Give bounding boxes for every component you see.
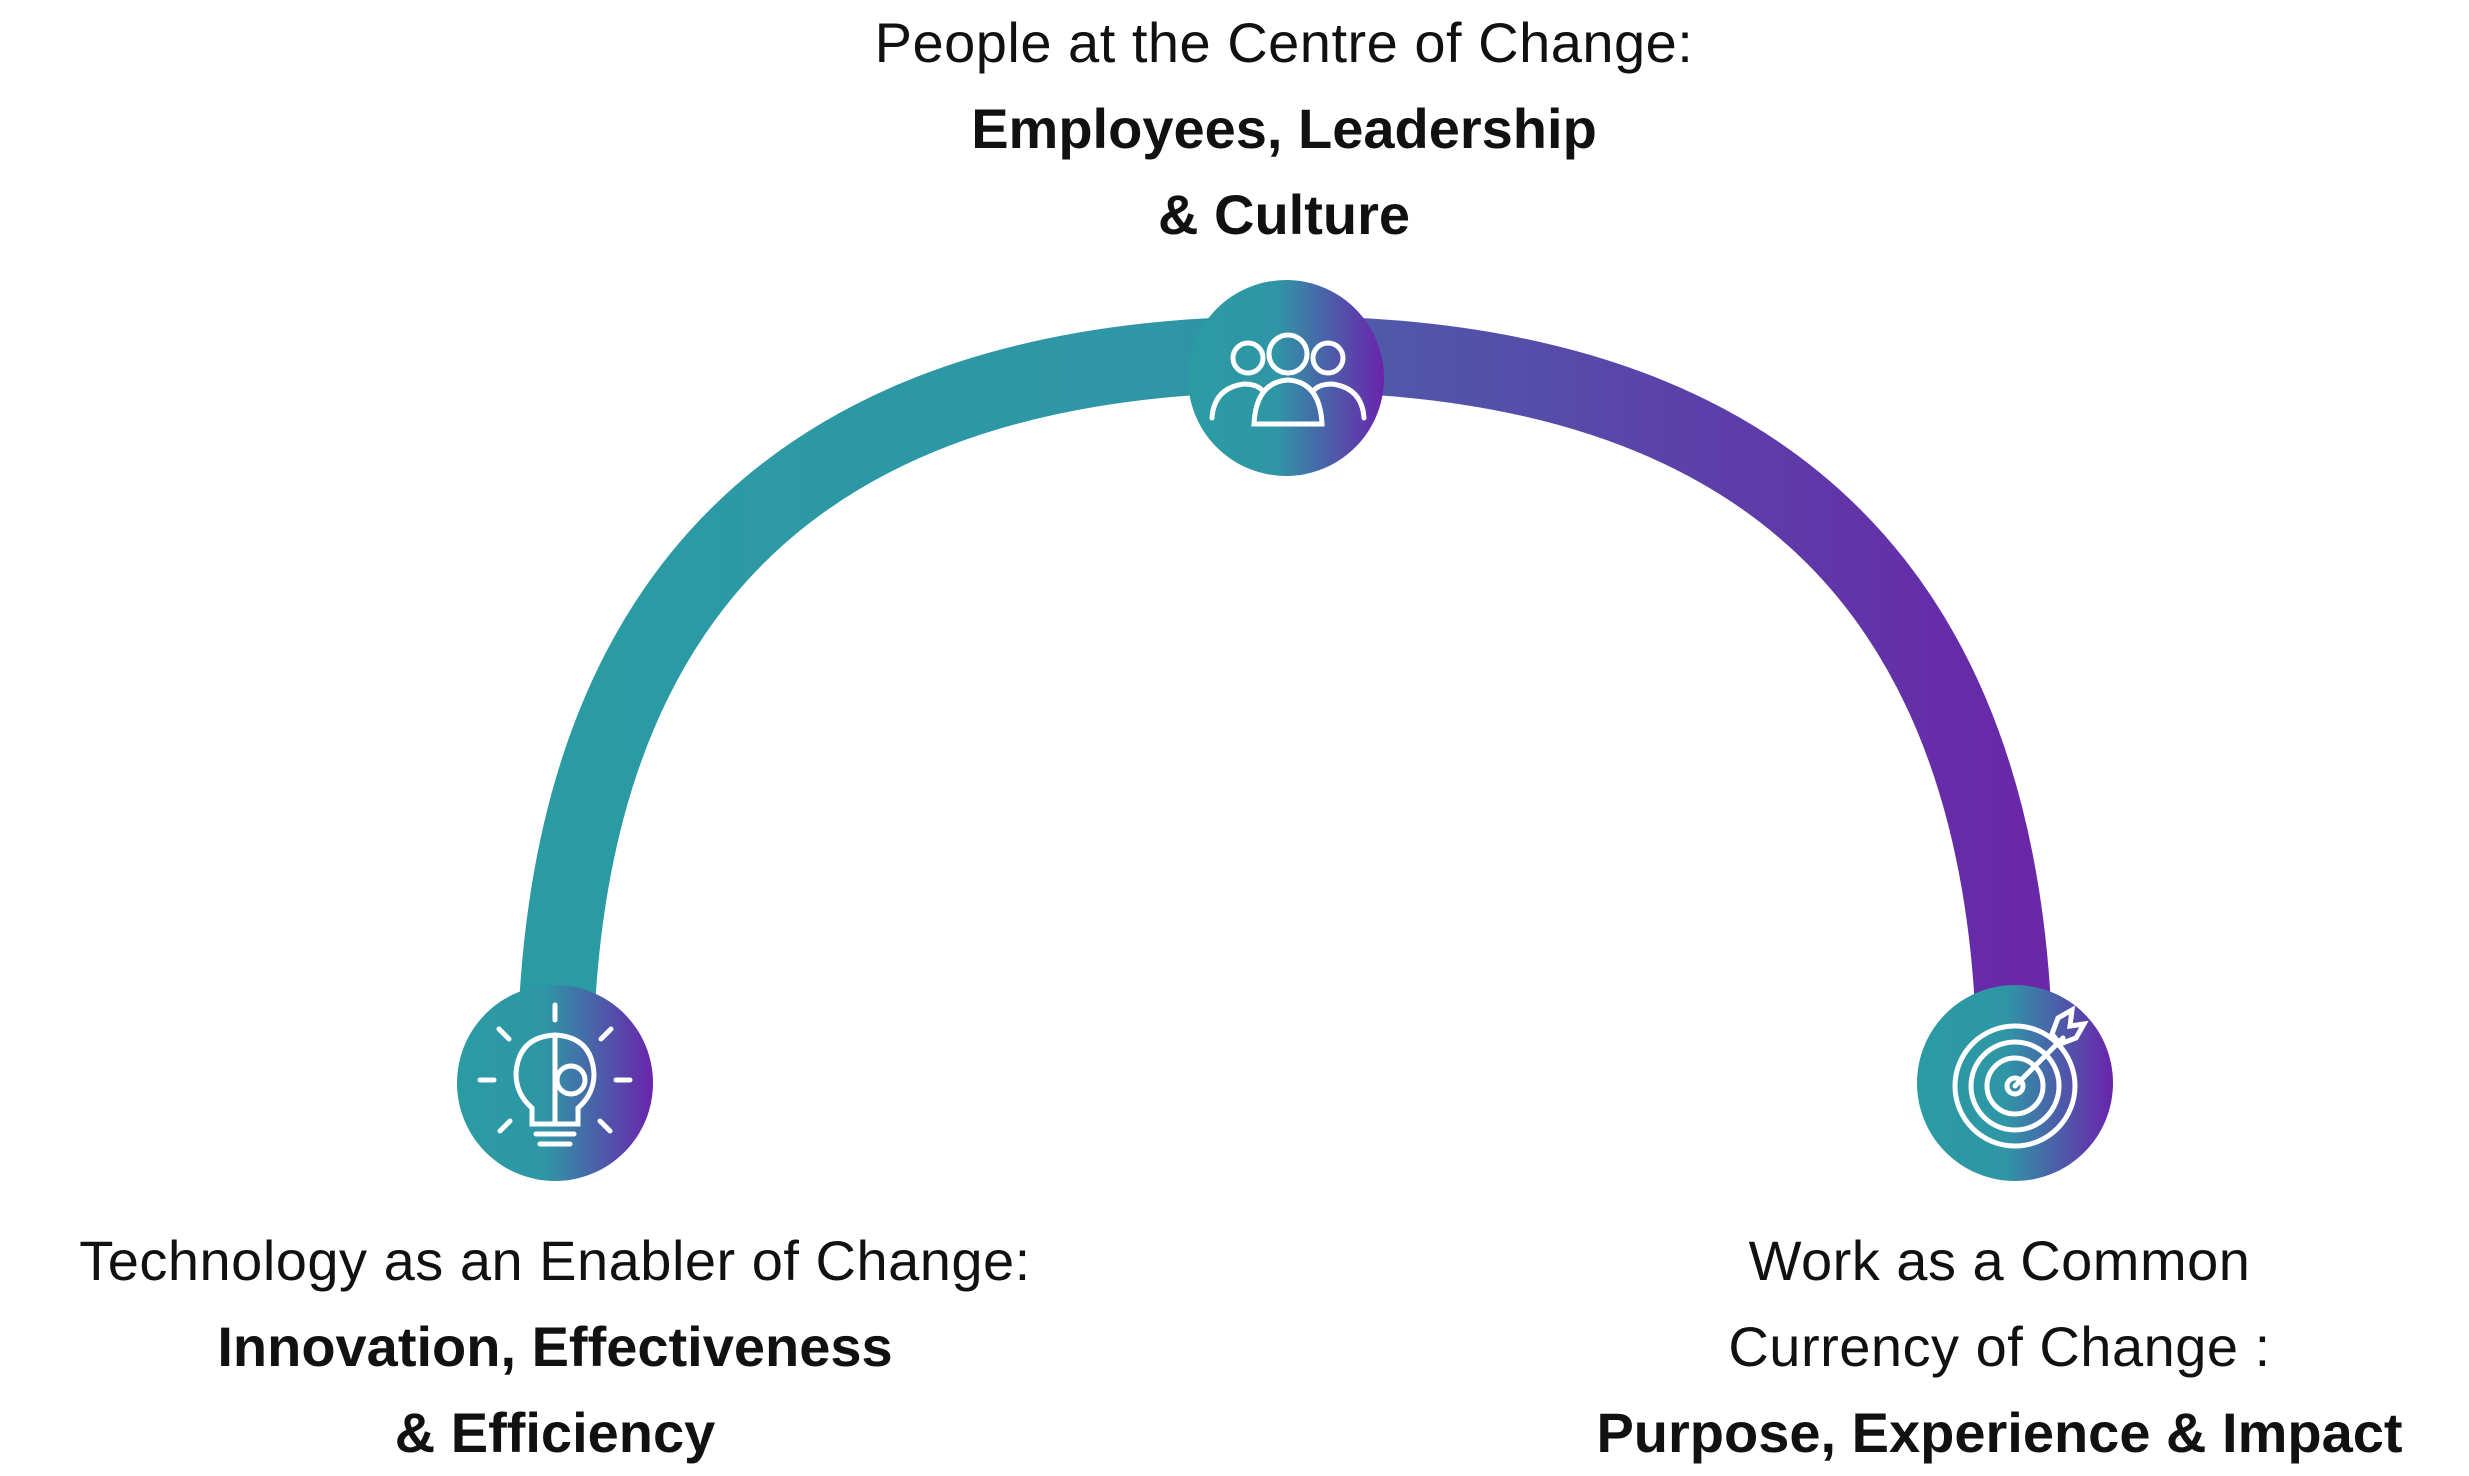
top-node-label: People at the Centre of Change: Employee…: [734, 0, 1834, 258]
left-node-label: Technology as an Enabler of Change: Inno…: [0, 1218, 1110, 1476]
left-node: [457, 985, 653, 1181]
top-node-bold-line-2: & Culture: [1158, 183, 1410, 246]
target-arrow-icon: [1952, 1005, 2089, 1149]
right-node-bold-line-1: Purpose, Experience & Impact: [1596, 1401, 2403, 1464]
top-node: [1188, 280, 1384, 476]
right-node-label: Work as a Common Currency of Change : Pu…: [1530, 1218, 2469, 1476]
left-node-bold-line-2: & Efficiency: [394, 1401, 716, 1464]
right-node-heading-line-2: Currency of Change :: [1728, 1315, 2271, 1378]
top-node-heading: People at the Centre of Change:: [874, 11, 1694, 74]
left-node-bold-line-1: Innovation, Effectiveness: [217, 1315, 893, 1378]
right-node-heading-line-1: Work as a Common: [1748, 1229, 2251, 1292]
lightbulb-gear-icon: [477, 1002, 633, 1147]
left-node-heading: Technology as an Enabler of Change:: [79, 1229, 1031, 1292]
right-node: [1917, 985, 2113, 1181]
people-group-icon: [1209, 332, 1367, 427]
top-node-bold-line-1: Employees, Leadership: [971, 97, 1597, 160]
